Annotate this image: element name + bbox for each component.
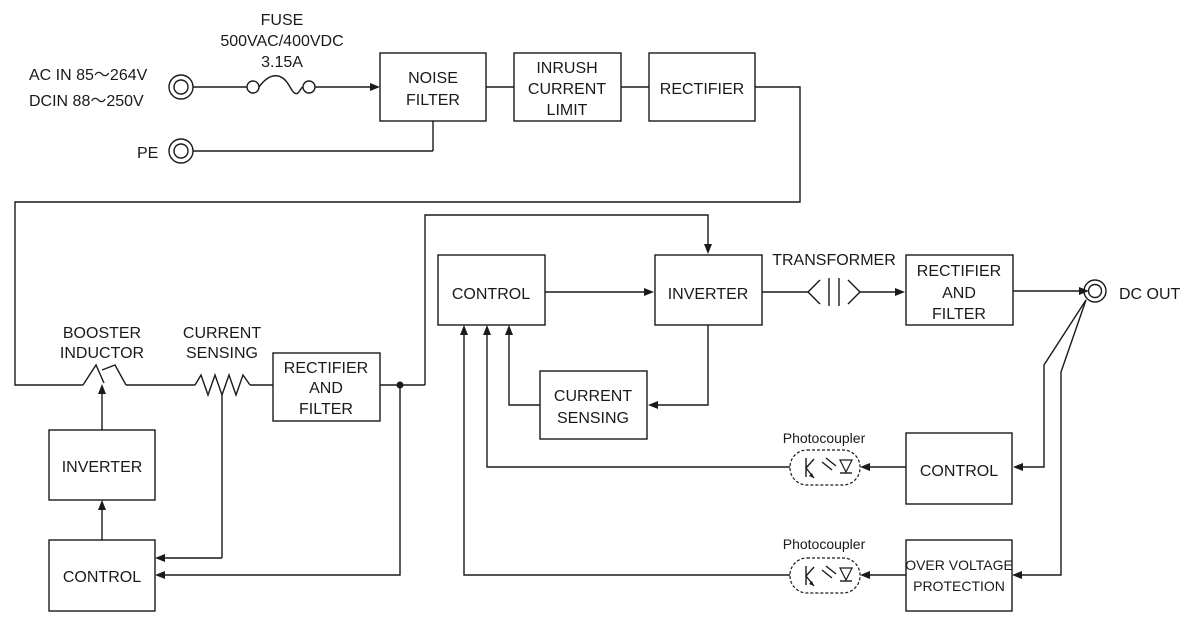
wire-pfc-to-inverter [424, 214, 709, 385]
arrow-to-main-inverter [704, 244, 712, 254]
control-pfc-block [48, 539, 156, 612]
arrow-to-photocoupler-1 [860, 463, 870, 471]
rectifier-filter-pfc-label-2: AND [309, 380, 343, 397]
fuse-rating: 500VAC/400VDC [220, 33, 343, 50]
arrow-photocoupler-2-to-control [460, 325, 468, 335]
ac-in-label: AC IN 85～264V [29, 67, 148, 84]
ovp-block [905, 539, 1013, 612]
arrow-pfc-control-feedback [155, 571, 165, 579]
photocoupler-1-label: Photocoupler [783, 430, 866, 446]
dc-out-terminal [1083, 279, 1107, 303]
fuse-symbol [193, 75, 380, 95]
rectifier-filter-out-label-3: FILTER [932, 306, 986, 323]
inrush-label-2: CURRENT [528, 81, 606, 98]
inverter-main-block [654, 254, 763, 326]
control-pfc-label: CONTROL [63, 569, 141, 586]
rectifier-filter-pfc-block [272, 352, 381, 422]
photocoupler-2-symbol [789, 557, 861, 594]
ac-input-terminal [168, 74, 194, 100]
booster-inductor-label-1: BOOSTER [63, 325, 141, 342]
transformer-symbol [762, 278, 905, 306]
control-main-label: CONTROL [452, 286, 530, 303]
noise-filter-label-2: FILTER [406, 92, 460, 109]
photocoupler-1-symbol [789, 449, 861, 486]
current-sensing-pfc-label-1: CURRENT [183, 325, 261, 342]
pe-terminal [168, 138, 194, 164]
photocoupler-2-label: Photocoupler [783, 536, 866, 552]
arrow-to-ovp [1012, 571, 1022, 579]
wire-current-sensing-to-control [508, 333, 540, 406]
ovp-label-2: PROTECTION [913, 578, 1005, 594]
control-feedback-label: CONTROL [920, 463, 998, 480]
inrush-label-3: LIMIT [547, 102, 588, 119]
wire-inverter-to-current-sensing [656, 325, 709, 406]
wire-output-to-ovp [1020, 299, 1087, 576]
rectifier-top-label: RECTIFIER [660, 81, 744, 98]
control-main-block [437, 254, 546, 326]
rectifier-filter-out-label-2: AND [942, 285, 976, 302]
arrow-control-to-inverter-main [644, 288, 654, 296]
current-sensing-resistor-symbol [155, 372, 273, 562]
wire-output-to-control-fb [1021, 299, 1087, 468]
rectifier-filter-out-block [905, 254, 1014, 326]
rectifier-filter-pfc-label-3: FILTER [299, 401, 353, 418]
dc-out-label: DC OUT [1119, 286, 1181, 303]
arrow-to-photocoupler-2 [860, 571, 870, 579]
ovp-label-1: OVER VOLTAGE [905, 557, 1013, 573]
inverter-pfc-label: INVERTER [62, 459, 143, 476]
current-sensing-main-block [539, 370, 648, 440]
booster-inductor-symbol [82, 363, 195, 386]
wire-photocoupler-2-to-control [463, 333, 790, 576]
inrush-label-1: INRUSH [536, 60, 597, 77]
arrow-sensing-to-control [505, 325, 513, 335]
inverter-pfc-block [48, 429, 156, 501]
arrow-photocoupler-1-to-control [483, 325, 491, 335]
current-sensing-pfc-label-2: SENSING [186, 345, 258, 362]
noise-filter-block [379, 52, 487, 122]
arrow-to-current-sensing [648, 401, 658, 409]
wire-rectifier-to-booster [14, 86, 801, 386]
fuse-current: 3.15A [261, 54, 303, 71]
inrush-current-limit-block [513, 52, 622, 122]
arrow-to-control-fb [1013, 463, 1023, 471]
arrow-inverter-to-booster [98, 384, 106, 394]
wire-photocoupler-1-to-control [486, 333, 790, 468]
fuse-title: FUSE [261, 12, 304, 29]
rectifier-filter-pfc-label-1: RECTIFIER [284, 360, 368, 377]
rectifier-filter-out-label-1: RECTIFIER [917, 263, 1001, 280]
dc-in-label: DCIN 88～250V [29, 93, 144, 110]
current-sensing-main-label-2: SENSING [557, 410, 629, 427]
arrow-control-to-inverter [98, 500, 106, 510]
current-sensing-main-label-1: CURRENT [554, 388, 632, 405]
wire-feedback-to-pfc-control [163, 385, 401, 576]
booster-inductor-label-2: INDUCTOR [60, 345, 144, 362]
inverter-main-label: INVERTER [668, 286, 749, 303]
transformer-label: TRANSFORMER [772, 252, 896, 269]
pe-label: PE [137, 145, 158, 162]
noise-filter-label-1: NOISE [408, 70, 458, 87]
control-feedback-block [905, 432, 1013, 505]
